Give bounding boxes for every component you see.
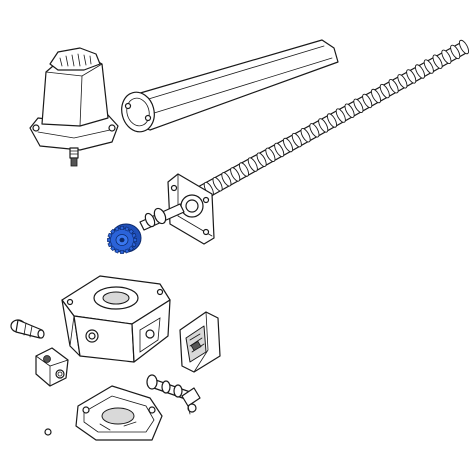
screw-thread bbox=[256, 152, 267, 167]
gear-tooth bbox=[124, 248, 130, 254]
gear-tooth bbox=[107, 238, 111, 242]
screw-thread bbox=[221, 172, 232, 187]
screw-thread bbox=[282, 137, 294, 153]
screw-thread bbox=[300, 128, 311, 143]
screw-thread bbox=[335, 108, 346, 123]
screw-thread bbox=[238, 162, 250, 177]
gear-tooth bbox=[131, 232, 137, 238]
bolt-pin bbox=[10, 319, 45, 339]
screw-thread bbox=[379, 83, 390, 99]
base-housing bbox=[44, 385, 163, 441]
screw-thread bbox=[247, 157, 258, 172]
screw-thread bbox=[274, 142, 285, 158]
screw-thread bbox=[450, 44, 461, 60]
screw-bearing-plate bbox=[139, 173, 215, 245]
gear-tooth bbox=[131, 242, 137, 248]
screw-thread bbox=[458, 39, 470, 55]
gear-tooth bbox=[133, 238, 137, 242]
screw-thread bbox=[212, 177, 223, 192]
lock-nut-block bbox=[35, 347, 69, 387]
gearbox-housing bbox=[61, 275, 171, 363]
screw-thread bbox=[441, 49, 452, 64]
release-shaft bbox=[146, 374, 201, 415]
tube-housing bbox=[121, 39, 339, 133]
gear-tooth bbox=[128, 228, 134, 235]
screw-thread bbox=[344, 103, 355, 118]
release-lever-bracket bbox=[179, 311, 221, 373]
gear-tooth bbox=[120, 250, 124, 254]
motor-cover bbox=[29, 47, 119, 167]
screw-thread bbox=[388, 79, 399, 94]
screw-thread bbox=[370, 88, 382, 104]
gear-tooth bbox=[107, 242, 113, 248]
screw-thread bbox=[230, 167, 241, 182]
screw-thread bbox=[414, 64, 426, 79]
screw-thread bbox=[353, 98, 364, 113]
worm-screw bbox=[194, 39, 470, 202]
screw-thread bbox=[423, 59, 434, 74]
highlighted-gear bbox=[107, 223, 142, 254]
gear-tooth bbox=[110, 228, 116, 235]
screw-thread bbox=[309, 123, 320, 138]
gear-tooth bbox=[124, 226, 130, 232]
gear-tooth bbox=[114, 248, 120, 254]
screw-thread bbox=[318, 118, 329, 133]
gear-tooth bbox=[128, 245, 134, 252]
screw-thread bbox=[432, 54, 443, 69]
screw-thread bbox=[397, 74, 408, 89]
gear-tooth bbox=[114, 226, 120, 232]
screw-thread bbox=[326, 113, 338, 128]
screw-thread bbox=[265, 147, 276, 162]
gear-tooth bbox=[120, 226, 124, 230]
screw-thread bbox=[406, 69, 417, 84]
screw-thread bbox=[291, 132, 302, 148]
gear-tooth bbox=[107, 232, 113, 238]
screw-thread bbox=[362, 93, 373, 109]
gear-tooth bbox=[110, 245, 116, 252]
